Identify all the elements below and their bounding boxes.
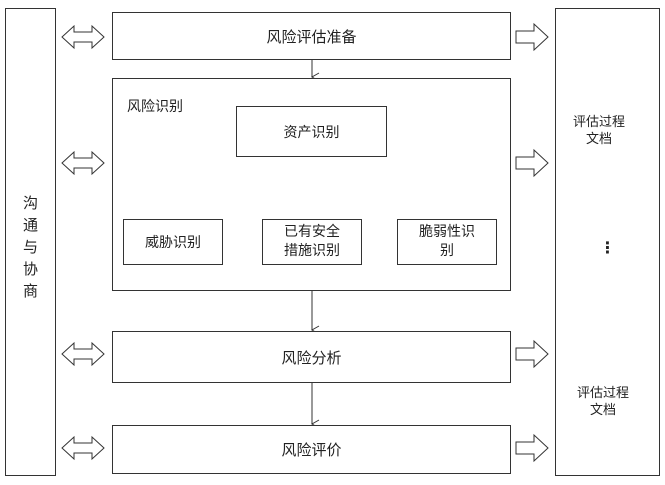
documentation-panel bbox=[555, 8, 660, 476]
double-arrow-icon-3 bbox=[61, 341, 105, 367]
right-arrow-icon-2 bbox=[515, 148, 549, 178]
label-char: 通 bbox=[22, 216, 38, 234]
doc-label-line: 文档 bbox=[585, 132, 612, 147]
step-risk-analysis: 风险分析 bbox=[112, 331, 511, 383]
double-arrow-icon-1 bbox=[61, 24, 105, 50]
document-label-bottom: 评估过程 文档 bbox=[570, 385, 636, 419]
step-label-line: 脆弱性识 bbox=[419, 224, 475, 240]
step-vulnerability-identification: 脆弱性识 别 bbox=[397, 219, 497, 265]
double-arrow-icon-4 bbox=[61, 435, 105, 461]
step-threat-identification: 威胁识别 bbox=[123, 219, 223, 265]
step-risk-evaluation: 风险评价 bbox=[112, 425, 511, 474]
step-label: 风险评估准备 bbox=[266, 27, 357, 46]
communication-panel bbox=[5, 8, 56, 476]
right-arrow-icon-4 bbox=[515, 433, 549, 463]
step-label: 风险分析 bbox=[281, 348, 342, 367]
doc-label-line: 文档 bbox=[589, 403, 616, 418]
document-label-top: 评估过程 文档 bbox=[566, 114, 632, 148]
step-label: 资产识别 bbox=[283, 124, 340, 141]
step-label-line: 已有安全 bbox=[284, 224, 340, 240]
label-char: 协 bbox=[22, 260, 38, 278]
step-asset-identification: 资产识别 bbox=[236, 106, 387, 157]
risk-identification-title: 风险识别 bbox=[127, 99, 183, 115]
step-label-line: 措施识别 bbox=[284, 243, 340, 259]
right-arrow-icon-1 bbox=[515, 22, 549, 52]
step-measures-identification: 已有安全 措施识别 bbox=[262, 219, 362, 265]
double-arrow-icon-2 bbox=[61, 150, 105, 176]
right-arrow-icon-3 bbox=[515, 339, 549, 369]
step-risk-prepare: 风险评估准备 bbox=[112, 12, 511, 60]
vertical-ellipsis: ⋮ bbox=[599, 238, 616, 257]
communication-label: 沟 通 与 协 商 bbox=[5, 192, 56, 302]
step-label: 风险评价 bbox=[281, 441, 342, 459]
doc-label-line: 评估过程 bbox=[576, 386, 629, 401]
label-char: 与 bbox=[22, 238, 38, 256]
step-label-line: 别 bbox=[440, 243, 454, 259]
doc-label-line: 评估过程 bbox=[572, 115, 625, 130]
label-char: 商 bbox=[22, 282, 38, 300]
step-label: 威胁识别 bbox=[145, 235, 201, 251]
label-char: 沟 bbox=[22, 194, 38, 212]
